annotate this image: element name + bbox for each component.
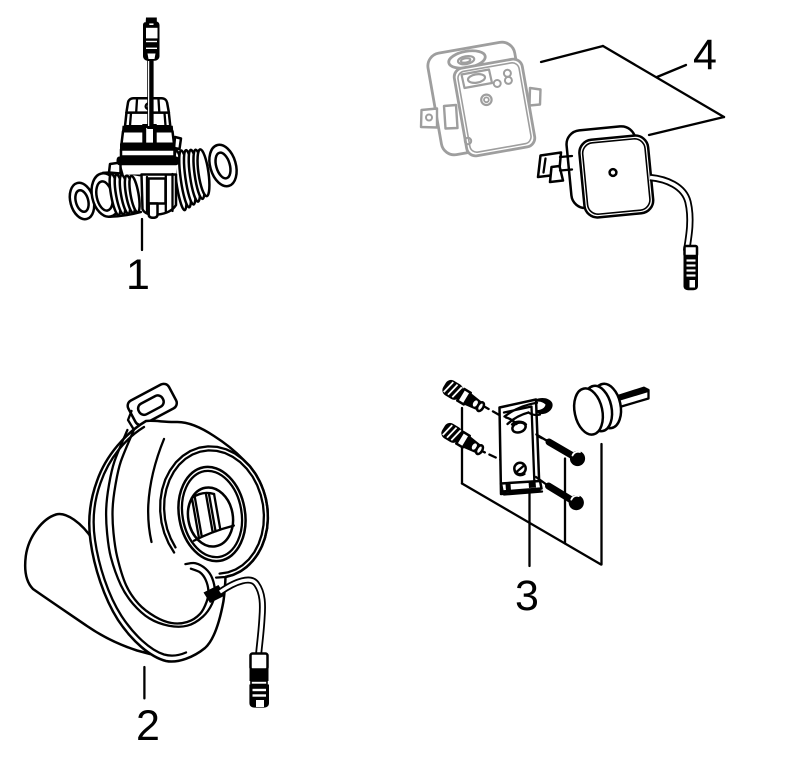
- part-2-mounting-tab: [126, 382, 179, 433]
- part-2-cable: [203, 576, 269, 708]
- part-4-flush-mount-box: [419, 40, 542, 158]
- part-4-power-supply-unit: [536, 125, 699, 291]
- part-4-label: 4: [693, 31, 717, 79]
- part-4-power-supply-set: 4: [419, 31, 726, 291]
- part-1-outlet-stub: [147, 202, 159, 220]
- part-1-left-pipe: [90, 171, 143, 218]
- part-3-leader-lines: [460, 406, 603, 568]
- part-2-bore-window: [190, 491, 235, 542]
- part-1-solenoid-valve: 1: [68, 17, 238, 299]
- part-4-cable-connector: [683, 244, 699, 291]
- part-1-right-gasket: [208, 143, 238, 188]
- part-3-label: 3: [515, 572, 539, 620]
- part-1-stem: [147, 59, 154, 129]
- part-1-right-pipe: [173, 148, 211, 212]
- part-3-screw-1: [535, 433, 586, 467]
- part-2-face-rings: [159, 445, 270, 579]
- part-4-leader-lines: [539, 44, 726, 137]
- part-3-plug-cap: [572, 382, 650, 436]
- part-2-cable-connector: [249, 652, 269, 708]
- part-3-mounting-bracket: [498, 397, 553, 496]
- part-1-cable-connector: [143, 17, 160, 61]
- part-1-label: 1: [126, 251, 150, 299]
- part-3-screw-2: [534, 475, 584, 511]
- part-3-wall-plug-2: [441, 422, 485, 456]
- part-3-wall-plug-1: [442, 379, 486, 413]
- part-3-fixing-set: 3: [441, 379, 650, 620]
- part-2-bottom-curl: [104, 428, 216, 628]
- part-1-left-ear: [107, 161, 122, 175]
- part-2-label: 2: [136, 702, 160, 750]
- part-2-escutcheon: 2: [23, 382, 270, 750]
